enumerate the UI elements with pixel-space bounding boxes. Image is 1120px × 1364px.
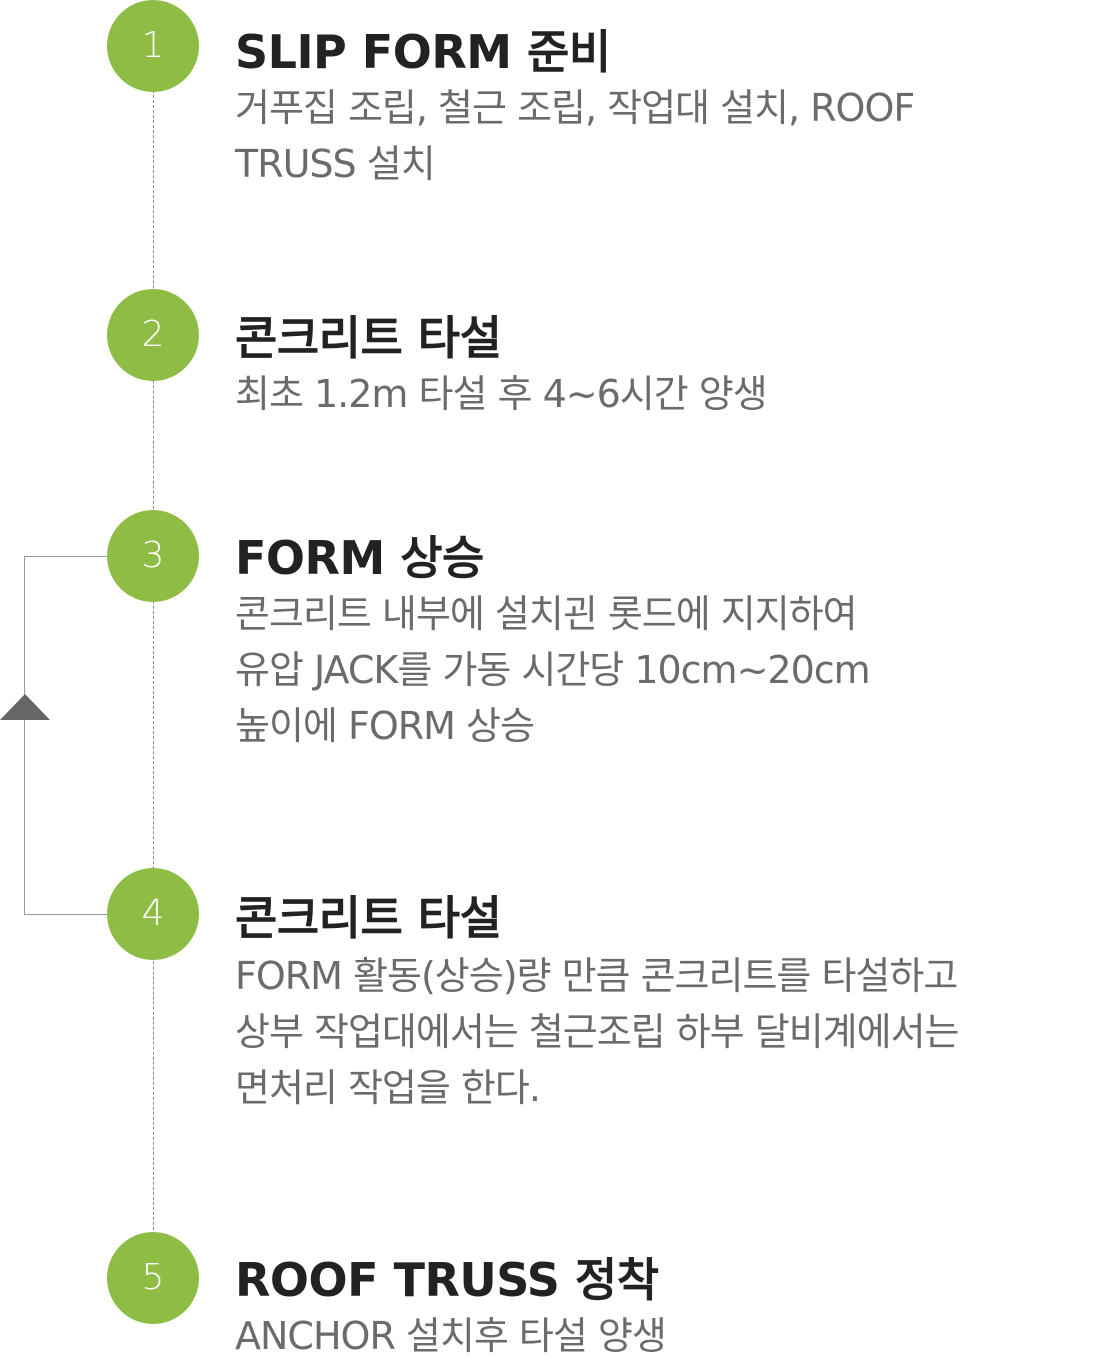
step-title: FORM 상승 xyxy=(235,531,484,585)
step-title: ROOF TRUSS 정착 xyxy=(235,1253,659,1307)
step-number-badge: 5 xyxy=(107,1232,199,1324)
step-desc-line: 거푸집 조립, 철근 조립, 작업대 설치, ROOF xyxy=(235,86,915,130)
step-title: 콘크리트 타설 xyxy=(235,311,502,365)
step-number-badge: 1 xyxy=(107,0,199,92)
loop-line-bottom xyxy=(24,914,108,915)
loop-line-side xyxy=(24,556,25,914)
step-number-badge: 4 xyxy=(107,868,199,960)
step-desc-line: 상부 작업대에서는 철근조립 하부 달비계에서는 xyxy=(235,1010,960,1054)
timeline-line xyxy=(153,90,154,1270)
step-desc-line: 높이에 FORM 상승 xyxy=(235,704,535,748)
step-desc-line: 콘크리트 내부에 설치괸 롯드에 지지하여 xyxy=(235,592,858,636)
step-desc-line: 최초 1.2m 타설 후 4~6시간 양생 xyxy=(235,372,768,416)
loop-line-top xyxy=(24,556,108,557)
step-title: 콘크리트 타설 xyxy=(235,891,502,945)
step-desc-line: 유압 JACK를 가동 시간당 10cm~20cm xyxy=(235,648,871,692)
step-desc-line: FORM 활동(상승)량 만큼 콘크리트를 타설하고 xyxy=(235,954,958,998)
step-number-badge: 3 xyxy=(107,510,199,602)
step-number-badge: 2 xyxy=(107,289,199,381)
step-desc-line: TRUSS 설치 xyxy=(235,142,436,186)
step-desc-line: 면처리 작업을 한다. xyxy=(235,1066,541,1110)
arrow-up-icon xyxy=(0,694,50,720)
step-desc-line: ANCHOR 설치후 타설 양생 xyxy=(235,1314,667,1358)
step-title: SLIP FORM 준비 xyxy=(235,25,611,79)
